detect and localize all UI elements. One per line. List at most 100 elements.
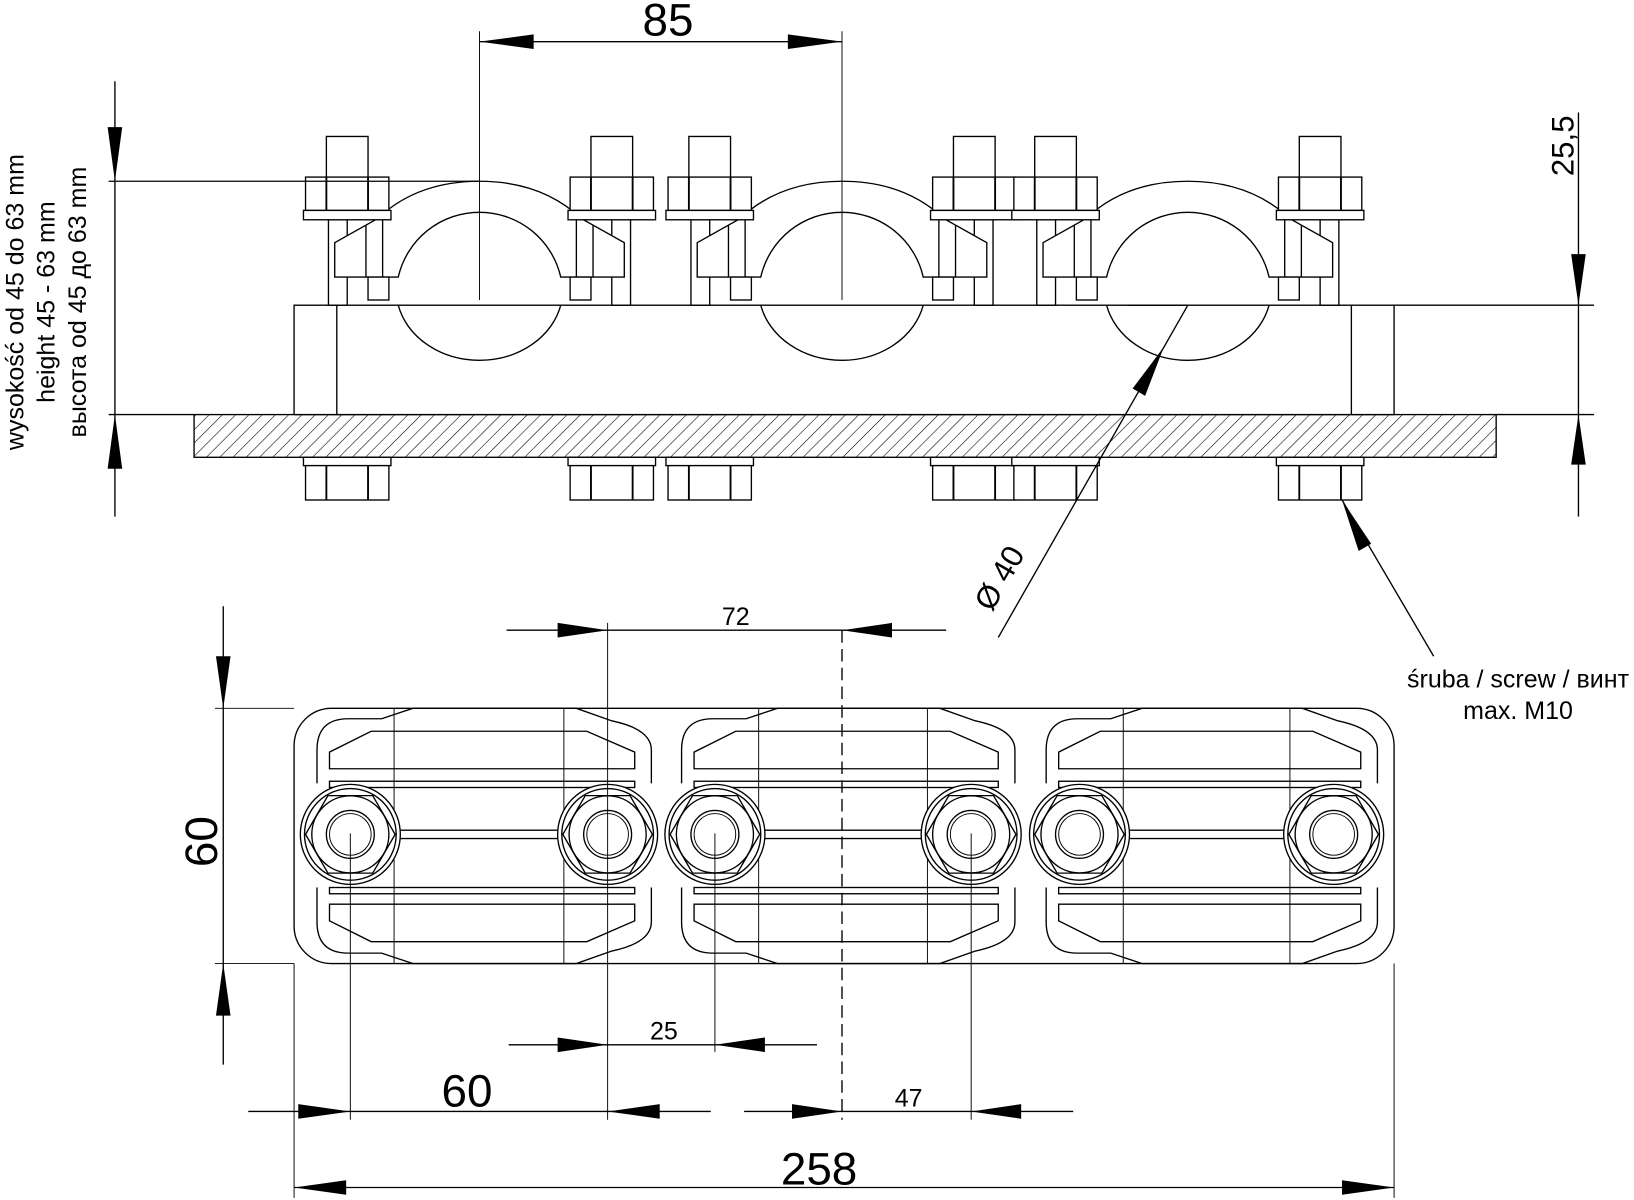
bolt-end bbox=[1309, 809, 1359, 860]
washer bbox=[929, 209, 1019, 221]
rail-bottom bbox=[693, 886, 999, 895]
hex-nut bbox=[304, 794, 396, 874]
side-view: 85 wysokość od 45 do 63 mm height 45 - 6… bbox=[1, 0, 1629, 725]
clamp-bracket-top bbox=[316, 707, 653, 784]
height-note: wysokość od 45 do 63 mm height 45 - 63 m… bbox=[1, 154, 92, 451]
diameter-label: Ø 40 bbox=[967, 540, 1031, 616]
top-nut bbox=[667, 176, 753, 212]
slot-bottom bbox=[328, 903, 636, 943]
plan-clamp-3 bbox=[1028, 707, 1385, 965]
dimension-25-label: 25 bbox=[650, 1018, 678, 1046]
spacer bbox=[569, 276, 592, 301]
rail-bottom bbox=[1057, 886, 1362, 895]
dimension-258: 258 bbox=[294, 1143, 1395, 1195]
clamp-3 bbox=[1011, 135, 1365, 361]
hex-nut bbox=[562, 794, 654, 874]
hex-nut bbox=[925, 794, 1017, 874]
clamp-body bbox=[1042, 180, 1334, 278]
pipe-seat-lower bbox=[1105, 305, 1270, 361]
clamp-group bbox=[302, 135, 1365, 361]
bottom-nut-group bbox=[302, 456, 1365, 501]
dimension-25: 25 bbox=[508, 1018, 818, 1053]
dimension-72: 72 bbox=[506, 603, 947, 638]
clamp-bracket-bottom bbox=[680, 887, 1016, 965]
slot-top bbox=[1057, 730, 1362, 770]
height-note-en: height 45 - 63 mm bbox=[33, 201, 61, 403]
mounting-surface-hatched bbox=[193, 413, 1497, 458]
bottom-washer bbox=[302, 456, 392, 467]
spacer bbox=[1075, 276, 1098, 301]
rail-bottom bbox=[328, 886, 636, 895]
slot-top bbox=[328, 730, 636, 770]
dimension-60-vertical-label: 60 bbox=[176, 816, 227, 867]
clamp-body bbox=[696, 180, 988, 278]
plan-clamp-1 bbox=[299, 707, 659, 965]
washer-outer bbox=[1028, 783, 1131, 886]
dimension-60-horizontal: 60 bbox=[248, 1065, 711, 1119]
clamp-bracket-top bbox=[1045, 707, 1379, 784]
spacer bbox=[367, 276, 390, 301]
pipe-seat-lower bbox=[397, 305, 562, 361]
clamp-bracket-bottom bbox=[316, 887, 653, 965]
rail-top bbox=[328, 780, 636, 789]
hex-nut bbox=[669, 794, 761, 874]
bottom-nut-body bbox=[304, 464, 390, 501]
bottom-washer bbox=[665, 456, 755, 467]
pipe-seat-lower bbox=[760, 305, 924, 361]
height-note-ru: высота od 45 до 63 mm bbox=[64, 167, 92, 438]
bottom-nut-body bbox=[931, 464, 1017, 501]
bolt-stud bbox=[325, 135, 369, 179]
bottom-washer bbox=[1011, 456, 1100, 467]
clamp-body bbox=[334, 180, 625, 278]
spacer bbox=[1277, 276, 1300, 301]
washer-inner bbox=[1287, 787, 1381, 881]
bottom-nut bbox=[302, 456, 392, 501]
top-nut bbox=[1277, 176, 1363, 212]
spacer bbox=[729, 276, 753, 301]
top-nut bbox=[304, 176, 390, 212]
slot-top bbox=[693, 730, 999, 770]
dimension-60-horizontal-label: 60 bbox=[442, 1065, 493, 1116]
washer-inner bbox=[1032, 787, 1127, 881]
bolt-end-inner bbox=[1312, 813, 1355, 856]
plan-view: 60 72 25 60 47 bbox=[176, 603, 1395, 1198]
bottom-nut-body bbox=[1277, 464, 1363, 501]
clamp-bracket-top bbox=[680, 707, 1016, 784]
top-nut bbox=[1013, 176, 1098, 212]
bolt-end bbox=[1054, 809, 1105, 860]
washer bbox=[567, 209, 657, 221]
bottom-nut-body bbox=[667, 464, 753, 501]
washer bbox=[302, 209, 392, 221]
clamp-2 bbox=[665, 135, 1019, 361]
bolt-stud bbox=[1298, 135, 1342, 179]
height-note-pl: wysokość od 45 do 63 mm bbox=[1, 154, 29, 451]
rail-top bbox=[693, 780, 999, 789]
bolt-stud bbox=[688, 135, 732, 179]
plan-clamp-2 bbox=[664, 707, 1022, 965]
center-bar bbox=[391, 829, 567, 840]
clamp-1 bbox=[302, 135, 657, 361]
slot-bottom bbox=[693, 903, 999, 943]
plan-bolt bbox=[1282, 783, 1385, 886]
bottom-washer bbox=[1275, 456, 1365, 467]
plan-bolt bbox=[1028, 783, 1131, 886]
top-nut bbox=[931, 176, 1017, 212]
bottom-nut bbox=[567, 456, 657, 501]
hex-nut bbox=[1288, 794, 1380, 874]
washer-outer bbox=[1282, 783, 1385, 886]
nut-chamfer bbox=[1040, 795, 1119, 874]
dimension-72-label: 72 bbox=[722, 603, 750, 631]
rail-top bbox=[1057, 780, 1362, 789]
dimension-85-label: 85 bbox=[643, 0, 694, 45]
clamp-bracket-bottom bbox=[1045, 887, 1379, 965]
bolt-end-inner bbox=[1058, 813, 1101, 856]
bottom-nut bbox=[665, 456, 755, 501]
washer bbox=[1275, 209, 1365, 221]
nut-chamfer bbox=[1294, 795, 1373, 874]
bottom-washer bbox=[567, 456, 657, 467]
dimension-47: 47 bbox=[744, 1084, 1074, 1119]
screw-note-line1: śruba / screw / винт bbox=[1407, 666, 1630, 694]
washer bbox=[1011, 209, 1100, 221]
dimension-25-5: 25,5 bbox=[1545, 112, 1586, 517]
